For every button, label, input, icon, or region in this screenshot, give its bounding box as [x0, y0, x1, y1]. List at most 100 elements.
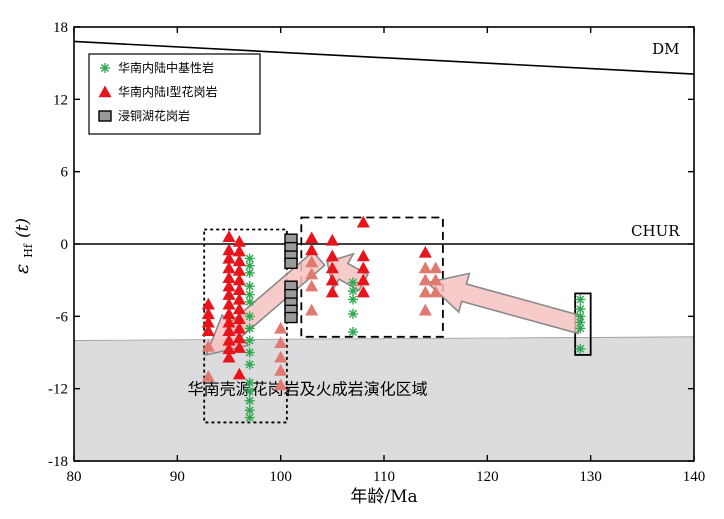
- point-2-54: [356, 285, 370, 298]
- x-tick-label: 100: [269, 469, 292, 485]
- point-2-8: [222, 243, 236, 256]
- series-3: [284, 233, 298, 324]
- point-2-19: [222, 342, 236, 355]
- point-1-10: [244, 347, 255, 358]
- point-1-22: [575, 294, 586, 305]
- point-2-48: [325, 273, 339, 286]
- point-2-55: [418, 245, 432, 258]
- point-1-20: [348, 308, 358, 319]
- evolution-arrow-1: [425, 272, 584, 335]
- point-1-8: [244, 323, 255, 334]
- point-2-35: [274, 336, 288, 349]
- point-2-12: [222, 279, 236, 292]
- legend-item-3: 浸铜湖花岗岩: [98, 108, 190, 123]
- point-1-25: [575, 317, 586, 328]
- legend-label-1: 华南内陆中基性岩: [118, 60, 214, 75]
- point-2-43: [305, 279, 319, 292]
- point-2-32: [232, 341, 246, 353]
- data-points: [201, 215, 586, 423]
- point-3-4: [284, 257, 298, 269]
- ref-line-label-chur: CHUR: [631, 222, 680, 240]
- group-box-2: [300, 216, 444, 338]
- point-1-26: [575, 323, 586, 334]
- point-2-20: [222, 350, 236, 363]
- point-2-29: [232, 312, 246, 324]
- point-2-53: [356, 273, 370, 286]
- point-2-47: [325, 261, 339, 274]
- legend-item-1: 华南内陆中基性岩: [100, 60, 214, 75]
- x-axis-label: 年龄/Ma: [350, 487, 417, 507]
- point-2-9: [222, 251, 236, 264]
- point-1-9: [244, 335, 255, 346]
- x-tick-label: 90: [170, 469, 185, 485]
- point-2-7: [222, 230, 236, 242]
- series-1: [244, 253, 586, 423]
- point-1-3: [244, 267, 255, 278]
- point-2-34: [274, 321, 288, 334]
- point-1-7: [244, 311, 255, 322]
- point-1-17: [348, 277, 358, 288]
- x-tick-label: 120: [476, 469, 499, 485]
- point-2-46: [325, 249, 339, 262]
- point-2-33: [232, 367, 246, 380]
- point-1-18: [348, 286, 358, 297]
- legend-marker-triangle: [98, 85, 112, 98]
- point-2-31: [232, 331, 246, 344]
- point-2-45: [325, 233, 339, 246]
- point-2-42: [305, 267, 319, 280]
- point-1-13: [244, 386, 255, 397]
- y-tick-label: -12: [48, 382, 68, 398]
- x-tick-label: 140: [683, 469, 706, 485]
- y-tick-label: 0: [61, 237, 69, 253]
- point-2-18: [222, 333, 236, 346]
- point-3-9: [284, 311, 298, 324]
- ref-line-label-dm: DM: [652, 40, 679, 58]
- point-1-21: [348, 327, 358, 338]
- y-tick-label: 18: [53, 20, 68, 36]
- point-2-11: [222, 271, 236, 283]
- point-2-41: [305, 255, 319, 268]
- point-1-1: [244, 253, 255, 264]
- legend-label-3: 浸铜湖花岗岩: [118, 108, 190, 123]
- point-2-38: [274, 378, 288, 391]
- legend-label-2: 华南内陆I型花岗岩: [118, 84, 218, 99]
- point-2-60: [429, 261, 443, 274]
- y-tick-label: -18: [48, 454, 68, 470]
- point-2-14: [222, 297, 236, 310]
- point-2-57: [418, 273, 432, 286]
- point-2-59: [418, 303, 432, 316]
- point-2-23: [232, 254, 246, 267]
- point-2-28: [232, 302, 246, 315]
- y-axis-label-sub: Hf: [22, 243, 35, 258]
- point-2-21: [232, 235, 246, 247]
- region-label: 华南壳源花岗岩及火成岩演化区域: [188, 380, 428, 399]
- x-tick-label: 110: [373, 469, 395, 485]
- point-2-50: [356, 215, 370, 228]
- point-2-17: [222, 324, 236, 336]
- point-2-4: [201, 324, 215, 336]
- point-2-10: [222, 261, 236, 274]
- point-2-62: [429, 285, 443, 298]
- y-axis-label-suffix: (t): [13, 218, 33, 238]
- point-2-58: [418, 285, 432, 298]
- y-tick-label: 6: [61, 165, 69, 181]
- point-1-4: [244, 281, 255, 292]
- point-1-19: [348, 294, 358, 305]
- point-1-16: [244, 412, 255, 423]
- point-2-39: [305, 231, 319, 244]
- ref-line-dm: [73, 40, 695, 75]
- point-2-27: [232, 292, 246, 305]
- legend-item-2: 华南内陆I型花岗岩: [98, 84, 218, 99]
- x-tick-label: 130: [579, 469, 602, 485]
- point-2-30: [232, 321, 246, 334]
- y-axis-label-main: ε: [11, 264, 33, 274]
- point-2-36: [274, 350, 288, 363]
- point-2-40: [305, 243, 319, 256]
- point-2-13: [222, 288, 236, 300]
- reference-lines: DM CHUR: [73, 40, 695, 245]
- point-2-51: [356, 249, 370, 262]
- legend-marker-square: [98, 110, 112, 122]
